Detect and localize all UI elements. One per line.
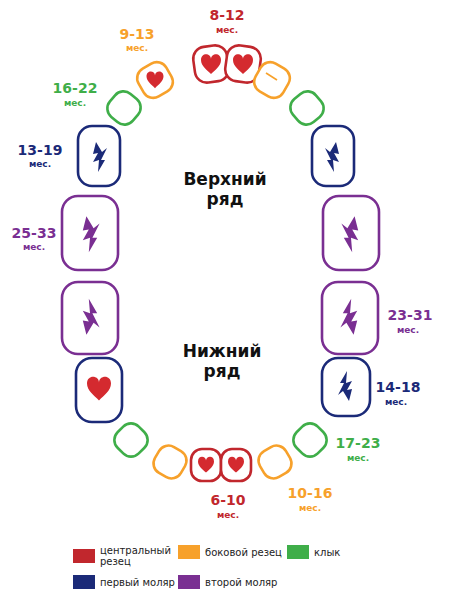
- legend-entry: второй моляр: [178, 575, 283, 589]
- legend-swatch: [73, 575, 95, 589]
- legend-swatch: [178, 575, 200, 589]
- eruption-age-label: мес.: [347, 453, 369, 463]
- legend-swatch: [73, 549, 95, 563]
- legend-text: первый моляр: [100, 577, 178, 588]
- legend-swatch: [287, 545, 309, 559]
- eruption-age-label: мес.: [216, 25, 238, 35]
- row-heading: Верхний ряд: [183, 170, 268, 209]
- eruption-age-label: 9-13: [119, 26, 154, 42]
- eruption-age-label: мес.: [299, 503, 321, 513]
- legend-text: боковой резец: [205, 547, 283, 558]
- eruption-age-label: мес.: [64, 98, 86, 108]
- eruption-age-label: 25-33: [12, 225, 57, 241]
- legend-entry: боковой резец: [178, 545, 283, 559]
- eruption-age-label: мес.: [397, 325, 419, 335]
- eruption-age-label: мес.: [217, 510, 239, 520]
- legend-swatch: [178, 545, 200, 559]
- legend-entry: первый моляр: [73, 575, 178, 589]
- eruption-age-label: 16-22: [53, 80, 98, 96]
- legend-text: клык: [314, 547, 392, 558]
- row-heading: Нижний ряд: [182, 342, 263, 381]
- eruption-age-label: мес.: [385, 397, 407, 407]
- eruption-age-label: 17-23: [336, 435, 381, 451]
- legend-text: центральный резец: [100, 545, 178, 567]
- legend-entry: клык: [287, 545, 392, 559]
- eruption-age-label: 10-16: [288, 485, 333, 501]
- eruption-age-label: мес.: [126, 43, 148, 53]
- eruption-age-label: мес.: [29, 159, 51, 169]
- eruption-age-label: 13-19: [18, 142, 63, 158]
- legend-entry: центральный резец: [73, 545, 178, 567]
- eruption-age-label: мес.: [23, 242, 45, 252]
- legend-text: второй моляр: [205, 577, 283, 588]
- eruption-age-label: 8-12: [209, 7, 244, 23]
- eruption-age-label: 6-10: [210, 492, 245, 508]
- eruption-age-label: 14-18: [376, 379, 421, 395]
- eruption-age-label: 23-31: [388, 307, 433, 323]
